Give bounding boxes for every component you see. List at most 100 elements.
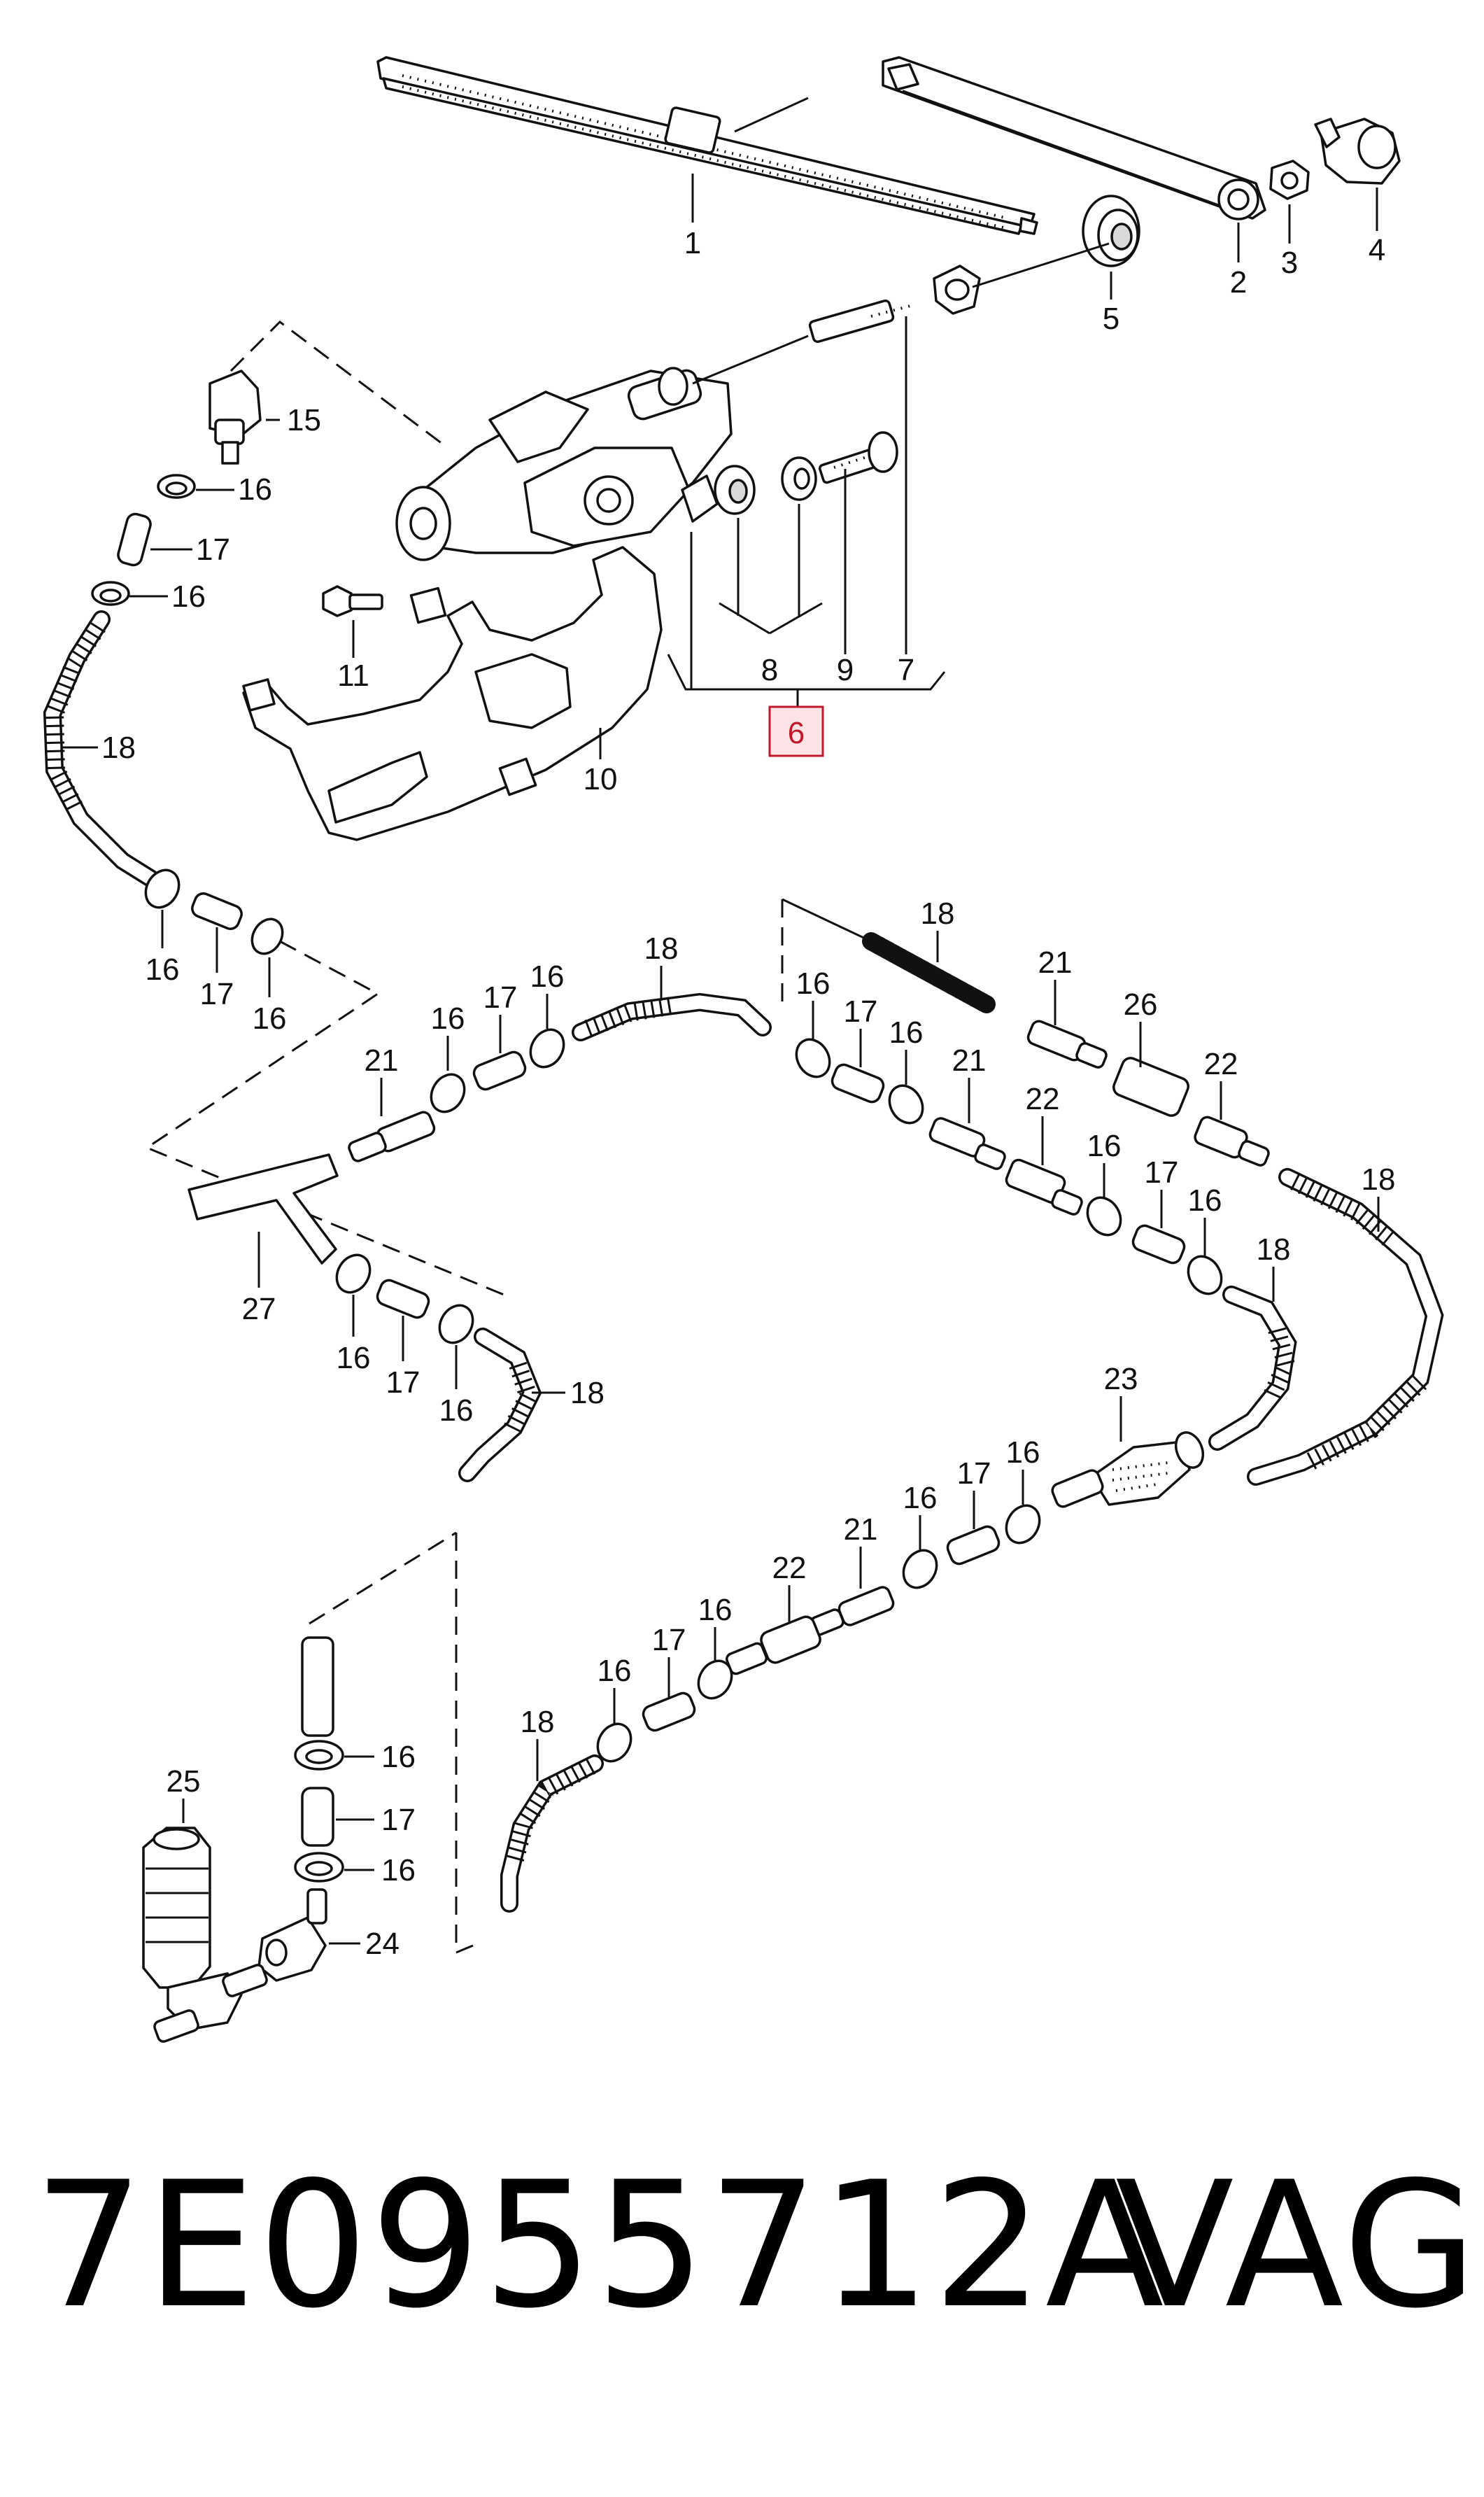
hose-connector [1131, 1224, 1186, 1265]
callout-25: 25 [167, 1764, 201, 1799]
hose-connector [301, 1787, 334, 1847]
callout-8: 8 [761, 653, 778, 687]
callout-3: 3 [1281, 246, 1298, 280]
callout-9: 9 [837, 653, 854, 687]
hose-connector [472, 1050, 527, 1091]
washer-jet [209, 370, 262, 465]
callout-16b: 16 [171, 579, 206, 614]
wiper-blade [376, 56, 1038, 235]
callout-4: 4 [1369, 233, 1385, 267]
callout-17b: 17 [200, 977, 234, 1011]
check-valve [1026, 1020, 1108, 1069]
hose-clamp [529, 1028, 565, 1069]
callout-18g: 18 [521, 1705, 555, 1739]
nut [1269, 160, 1310, 200]
hose-clamp [157, 474, 196, 499]
hose-clamp [294, 1740, 344, 1771]
callout-16p: 16 [598, 1654, 632, 1688]
callout-18f: 18 [1362, 1162, 1396, 1197]
callout-21c: 21 [1038, 945, 1073, 980]
hose-clamp [596, 1722, 633, 1763]
callout-16g: 16 [337, 1341, 371, 1375]
wiper-arm [882, 56, 1266, 220]
hose-connector [117, 512, 152, 567]
callout-6: 6 [788, 716, 805, 750]
callout-17c: 17 [483, 980, 518, 1015]
callout-16m: 16 [1006, 1435, 1040, 1470]
callout-16i: 16 [796, 966, 831, 1001]
callout-24: 24 [365, 1927, 400, 1961]
callout-16l: 16 [1188, 1183, 1222, 1218]
callout-7: 7 [898, 653, 914, 687]
callout-10: 10 [584, 762, 618, 796]
hose-clamp [1187, 1255, 1223, 1295]
callout-16f: 16 [431, 1001, 465, 1036]
callout-22a: 22 [1204, 1047, 1238, 1081]
hose-clamp [1005, 1504, 1041, 1545]
hose-clamp [1086, 1196, 1122, 1237]
callout-16h: 16 [439, 1393, 474, 1428]
callout-17a: 17 [196, 533, 230, 567]
hose-clamp [91, 581, 130, 606]
callout-17g: 17 [957, 1456, 991, 1491]
callout-11: 11 [337, 659, 369, 693]
brand-caption: VAG [1115, 2145, 1480, 2347]
callout-2: 2 [1230, 265, 1247, 300]
washer-hose [458, 1328, 542, 1482]
hose-clamp [438, 1304, 474, 1344]
callout-16a: 16 [238, 472, 272, 507]
washer-hose [1208, 1286, 1297, 1451]
hose-connector [946, 1525, 1001, 1566]
cap [1314, 118, 1401, 185]
washer-hose [1247, 1168, 1444, 1486]
check-valve [928, 1117, 1006, 1170]
hose-clamp [430, 1073, 466, 1113]
callout-16j: 16 [889, 1015, 924, 1050]
callout-23: 23 [1104, 1362, 1138, 1396]
washer-hose [301, 1636, 334, 1737]
callout-16d: 16 [253, 1001, 287, 1036]
grommet [933, 195, 1140, 315]
callout-15: 15 [287, 403, 321, 437]
hose-connector [191, 892, 243, 931]
callout-27: 27 [242, 1292, 276, 1326]
callout-18e: 18 [1257, 1232, 1291, 1267]
part-number-caption: 7E0955712A [34, 2145, 1166, 2347]
hose-clamp [697, 1659, 733, 1700]
mounting-bracket [242, 546, 663, 841]
check-valve [726, 1615, 821, 1675]
hose-clamp [335, 1253, 372, 1294]
washer-hose [862, 932, 996, 1013]
bracket-bolt [322, 585, 383, 617]
callout-18d: 18 [921, 896, 955, 931]
hose-clamp [902, 1549, 938, 1589]
bushing [714, 456, 817, 515]
callout-16c: 16 [146, 952, 180, 987]
callout-16n: 16 [903, 1481, 938, 1515]
hose-connector [376, 1279, 430, 1319]
check-valve [1005, 1158, 1083, 1216]
shaft [808, 299, 914, 344]
washer-hose [572, 992, 772, 1041]
check-valve [348, 1111, 436, 1162]
callout-18a: 18 [101, 731, 136, 765]
callout-22c: 22 [772, 1551, 807, 1585]
callout-17h: 17 [652, 1623, 686, 1657]
hose-clamp [294, 1852, 344, 1883]
washer-hose [43, 610, 160, 887]
inline-filter [1051, 1431, 1205, 1508]
callout-5: 5 [1103, 302, 1119, 336]
callout-18b: 18 [644, 931, 679, 966]
bolt [818, 431, 898, 484]
callout-16o: 16 [698, 1593, 733, 1627]
check-valve [1194, 1116, 1270, 1167]
t-piece [188, 1153, 339, 1265]
washer-pump [142, 1827, 268, 2043]
callout-17e: 17 [844, 994, 878, 1029]
hose-connector [1112, 1057, 1189, 1117]
callout-26: 26 [1124, 987, 1158, 1022]
washer-hose [500, 1754, 604, 1913]
hose-clamp [250, 917, 284, 955]
callout-16k: 16 [1087, 1129, 1122, 1163]
